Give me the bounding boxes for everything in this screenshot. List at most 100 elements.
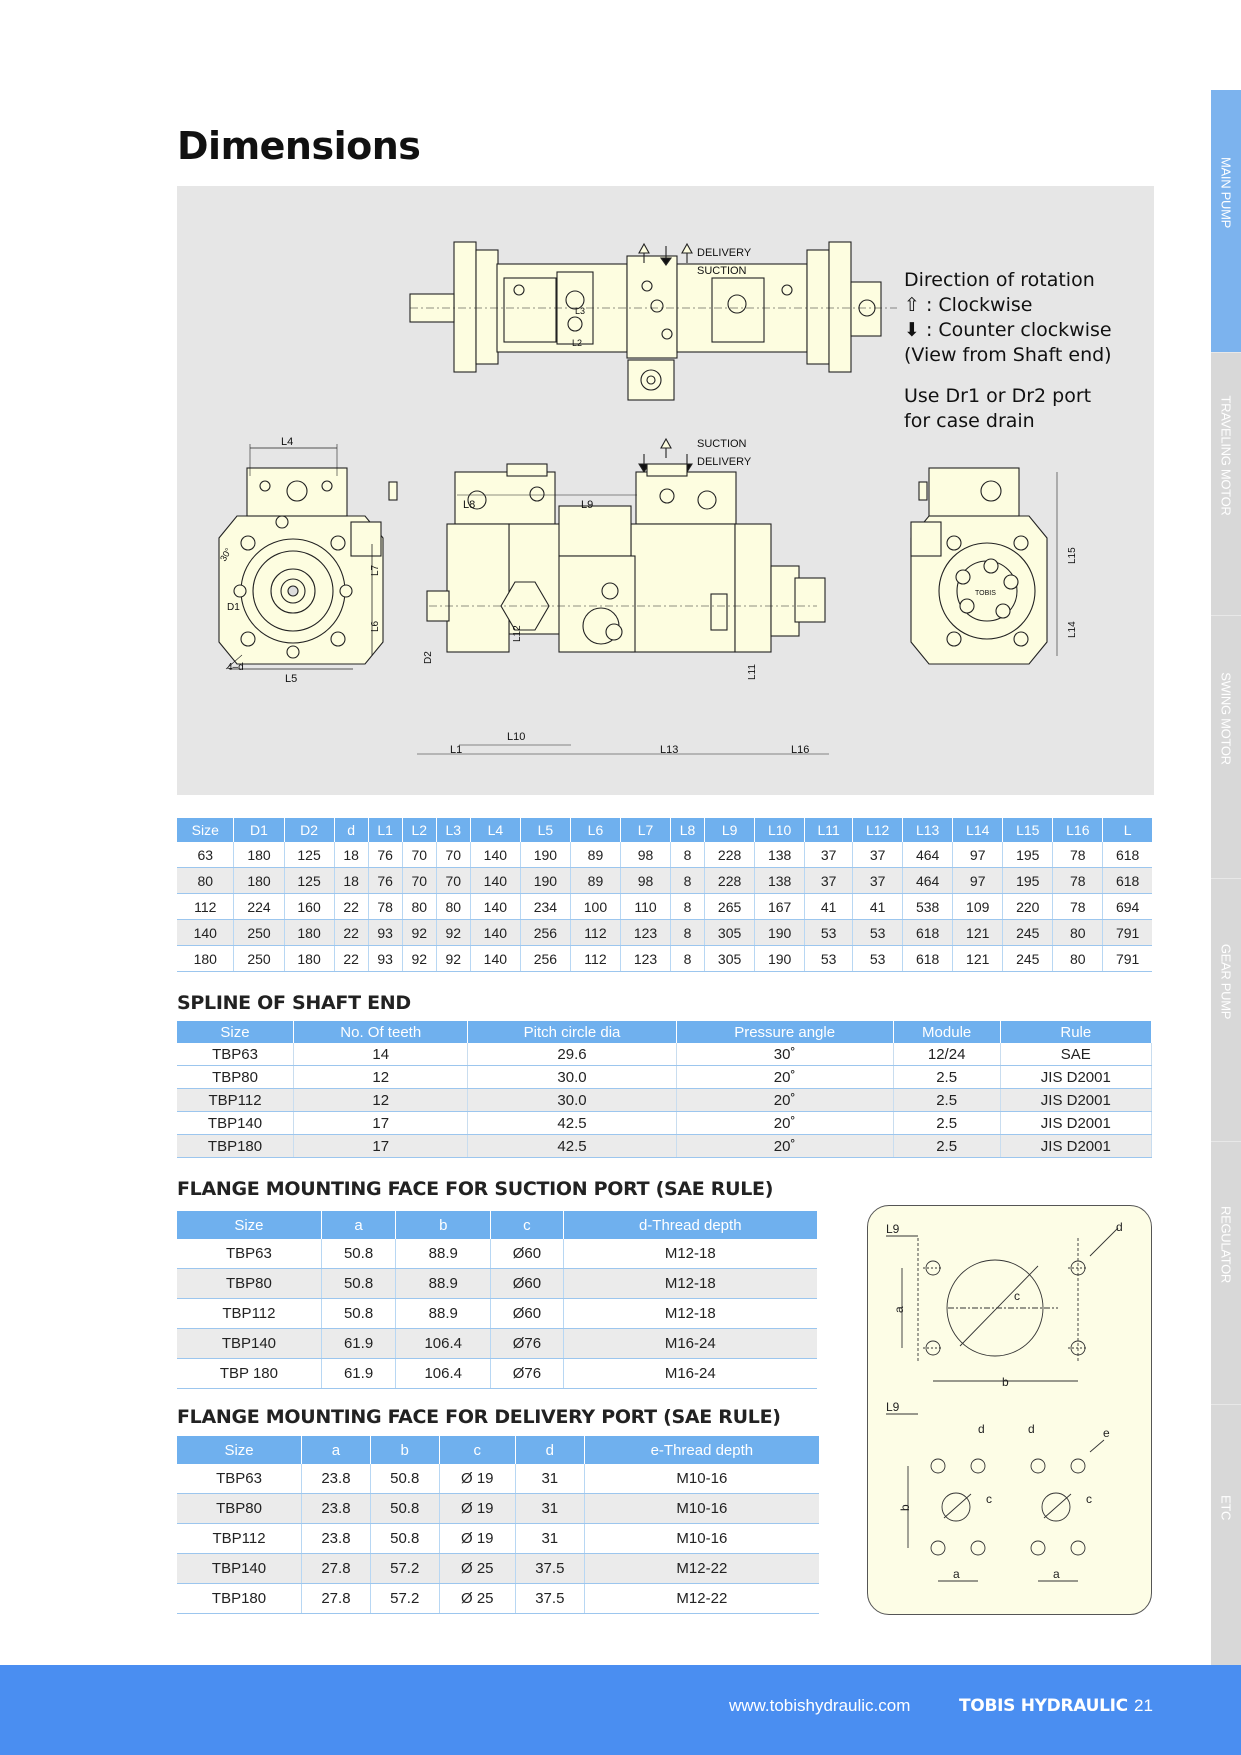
dimensions-table-cell: 618	[1102, 842, 1152, 868]
delivery-port-table-cell: TBP180	[177, 1583, 303, 1614]
tab-traveling-motor[interactable]: TRAVELING MOTOR	[1211, 353, 1241, 616]
left-end-view-drawing: L4 L5 L7 L6 4–d D1 30°	[218, 436, 398, 685]
tab-main-pump[interactable]: MAIN PUMP	[1211, 90, 1241, 353]
footer-bar: www.tobishydraulic.com TOBIS HYDRAULIC 2…	[0, 1665, 1241, 1755]
dimensions-table-header-cell: L12	[852, 818, 904, 842]
suction-port-table-cell: TBP63	[177, 1239, 322, 1269]
tab-swing-motor[interactable]: SWING MOTOR	[1211, 616, 1241, 879]
dimensions-table-cell: 791	[1102, 919, 1152, 946]
suction-port-table-cell: Ø76	[490, 1328, 564, 1359]
dimensions-table-cell: 22	[334, 893, 369, 920]
suction-port-table-cell: 50.8	[321, 1239, 397, 1269]
delivery-port-table-header-cell: a	[301, 1436, 371, 1464]
dimensions-table-cell: 160	[284, 893, 335, 920]
view-note: (View from Shaft end)	[904, 344, 1112, 366]
dimensions-table-cell: 8	[670, 842, 706, 868]
l6-label: L6	[370, 620, 381, 632]
dimensions-table-header-cell: L5	[520, 818, 571, 842]
dimensions-table-header-cell: L8	[670, 818, 706, 842]
dimensions-table-cell: 70	[402, 867, 437, 894]
dimensions-table-cell: 76	[368, 842, 403, 868]
spline-table-cell: TBP63	[177, 1043, 295, 1066]
suction-port-table-cell: Ø76	[490, 1358, 564, 1389]
dimensions-table-cell: 538	[902, 893, 954, 920]
suction-port-table-cell: TBP80	[177, 1268, 322, 1299]
dimensions-table-cell: 78	[1052, 842, 1104, 868]
dimensions-table-cell: 97	[952, 867, 1004, 894]
dimensions-table-header-cell: L15	[1002, 818, 1054, 842]
dimensions-table-cell: 234	[520, 893, 571, 920]
dimensions-table-cell: 112	[177, 893, 235, 920]
l5-label: L5	[285, 673, 297, 685]
suction-port-table-cell: 61.9	[321, 1328, 397, 1359]
dimensions-table-cell: 256	[520, 945, 571, 972]
pump-drawing-panel: DELIVERY SUCTION SUCTION DELIVERY L3 L2	[177, 186, 1154, 795]
dimensions-table-cell: 80	[436, 893, 471, 920]
tab-gear-pump[interactable]: GEAR PUMP	[1211, 879, 1241, 1142]
dimensions-table-header-cell: L14	[952, 818, 1004, 842]
clockwise-arrow-icon: ⇧	[904, 294, 920, 316]
spline-table-cell: 2.5	[893, 1088, 1001, 1112]
delivery-port-table-cell: TBP140	[177, 1553, 303, 1584]
footer-brand: TOBIS HYDRAULIC	[959, 1696, 1128, 1716]
dimensions-table-header-cell: L9	[704, 818, 756, 842]
footer-url[interactable]: www.tobishydraulic.com	[729, 1696, 911, 1715]
dimensions-table-cell: 80	[1052, 919, 1104, 946]
top-l3-label: L3	[575, 306, 585, 316]
dimensions-table-cell: 22	[334, 945, 369, 972]
dimensions-table-cell: 89	[570, 867, 621, 894]
l15-label: L15	[1067, 547, 1078, 564]
dimensions-table-cell: 140	[470, 867, 521, 894]
dimensions-table-cell: 53	[804, 919, 854, 946]
dimensions-table-cell: 180	[284, 945, 335, 972]
dimensions-table-cell: 37	[852, 867, 904, 894]
dimensions-table-cell: 98	[620, 842, 672, 868]
dimensions-table-cell: 97	[952, 842, 1004, 868]
spline-table-cell: 42.5	[467, 1134, 677, 1158]
dimensions-table-cell: 70	[436, 867, 471, 894]
top-l2-label: L2	[572, 338, 582, 348]
dimensions-table-cell: 53	[852, 919, 904, 946]
dimensions-table-cell: 618	[1102, 867, 1152, 894]
dimensions-table-cell: 121	[952, 919, 1004, 946]
dimensions-table-header-cell: D2	[284, 818, 335, 842]
tab-regulator[interactable]: REGULATOR	[1211, 1142, 1241, 1405]
suction-port-table-cell: M12-18	[563, 1239, 817, 1269]
dimensions-table-cell: 112	[570, 945, 621, 972]
dimensions-table-cell: 618	[902, 919, 954, 946]
delivery-port-table-cell: 31	[515, 1493, 585, 1524]
spline-table-cell: 30.0	[467, 1088, 677, 1112]
dimensions-table-cell: 8	[670, 919, 706, 946]
l11-label: L11	[747, 664, 758, 680]
dimensions-table-cell: 92	[436, 945, 471, 972]
dimensions-table-cell: 618	[902, 945, 954, 972]
suction-port-table-cell: 88.9	[395, 1298, 492, 1329]
dimensions-table-cell: 63	[177, 842, 235, 868]
dimensions-table-cell: 195	[1002, 842, 1054, 868]
dimensions-table-cell: 140	[470, 893, 521, 920]
spline-table-cell: 20˚	[676, 1111, 894, 1135]
suction-port-table-header-cell: a	[321, 1211, 397, 1239]
clockwise-line: ⇧ : Clockwise	[904, 294, 1033, 316]
delivery-port-table-header-cell: d	[515, 1436, 585, 1464]
dimensions-table-cell: 92	[402, 919, 437, 946]
dimensions-table-cell: 18	[334, 842, 369, 868]
delivery-port-table-cell: 27.8	[301, 1583, 371, 1614]
spline-table-cell: TBP112	[177, 1088, 295, 1112]
suction-port-table-cell: M16-24	[563, 1328, 817, 1359]
spline-table-cell: SAE	[1000, 1043, 1153, 1066]
page-title: Dimensions	[177, 124, 421, 168]
dimensions-table-header-cell: D1	[233, 818, 285, 842]
tab-etc[interactable]: ETC	[1211, 1405, 1241, 1668]
delivery-port-table-cell: TBP112	[177, 1523, 303, 1554]
dimensions-table-cell: 80	[402, 893, 437, 920]
spline-table-cell: TBP140	[177, 1111, 295, 1135]
delivery-port-table-header-cell: e-Thread depth	[584, 1436, 819, 1464]
spline-table-header-cell: Pressure angle	[676, 1021, 894, 1043]
